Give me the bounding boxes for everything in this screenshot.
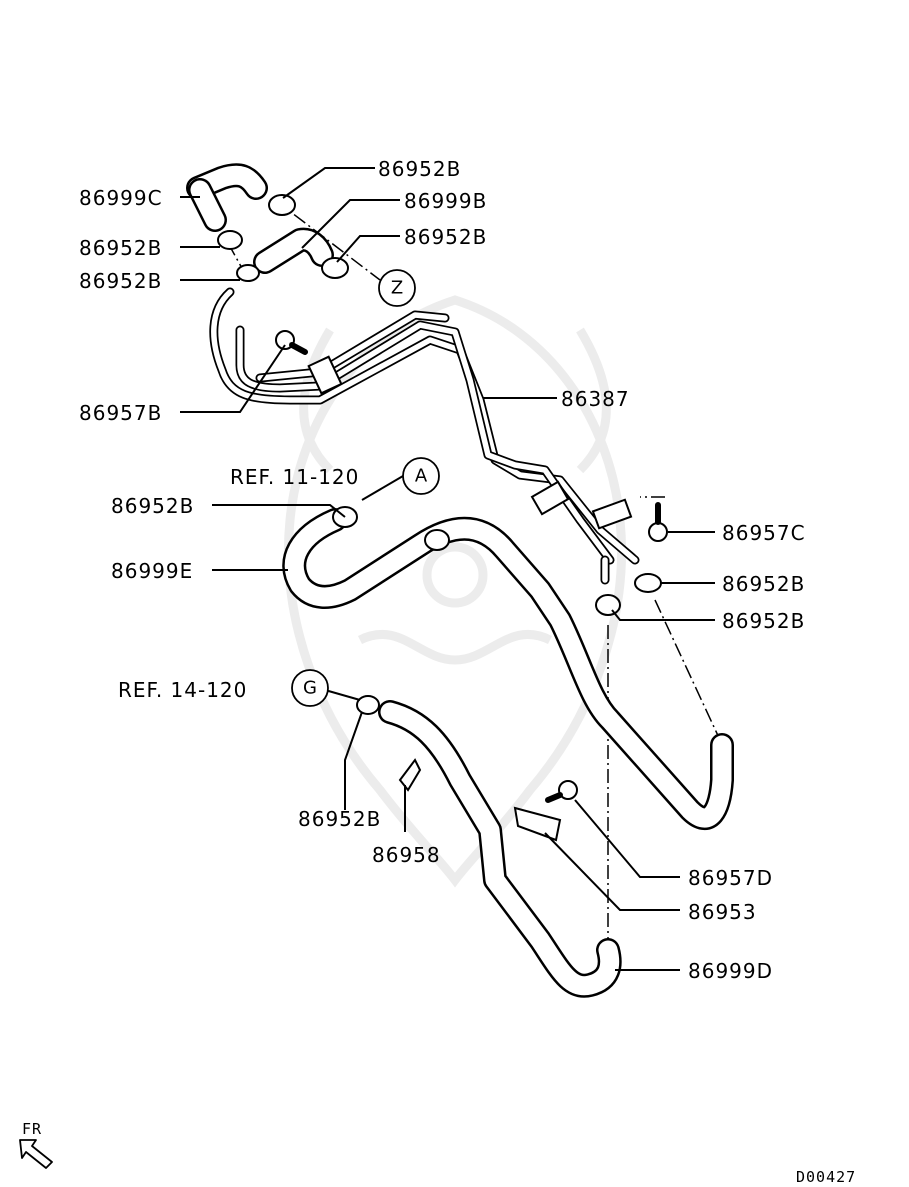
label-p10[interactable]: 86999E [111, 559, 193, 583]
hose-86999b [253, 227, 334, 274]
label-p12[interactable]: 86952B [722, 572, 805, 596]
leader-lines [180, 167, 715, 971]
callout-a: A [402, 457, 440, 495]
tube-assembly-86387 [209, 287, 640, 585]
front-direction-indicator: FR [19, 1120, 53, 1169]
callout-g-letter: G [303, 678, 317, 699]
hose-86999e [282, 508, 734, 830]
label-p16[interactable]: 86957D [688, 866, 773, 890]
label-p3[interactable]: 86999B [404, 189, 487, 213]
callout-g: G [291, 669, 329, 707]
fr-label: FR [22, 1120, 42, 1138]
diagram-code: D00427 [796, 1168, 856, 1186]
label-p6[interactable]: 86952B [79, 269, 162, 293]
callout-a-letter: A [415, 466, 428, 487]
callout-z: Z [378, 269, 416, 307]
label-p4[interactable]: 86952B [404, 225, 487, 249]
label-p11[interactable]: 86957C [722, 521, 806, 545]
label-p5[interactable]: 86952B [79, 236, 162, 260]
label-p15[interactable]: 86958 [372, 843, 441, 867]
hose-86999d [378, 700, 622, 998]
label-p7[interactable]: 86387 [561, 387, 630, 411]
ref-a-text[interactable]: REF. 11-120 [230, 465, 359, 489]
label-p2[interactable]: 86999C [79, 186, 163, 210]
callout-z-letter: Z [391, 278, 403, 299]
label-p17[interactable]: 86953 [688, 900, 757, 924]
hose-86999c [186, 163, 268, 232]
watermark-emblem [283, 295, 627, 888]
label-p1[interactable]: 86952B [378, 157, 461, 181]
front-arrow-icon [19, 1139, 53, 1169]
label-p18[interactable]: 86999D [688, 959, 773, 983]
ref-g-text[interactable]: REF. 14-120 [118, 678, 247, 702]
part-labels: 86952B 86999C 86999B 86952B 86952B 86952… [79, 157, 806, 983]
label-p9[interactable]: 86952B [111, 494, 194, 518]
label-p14[interactable]: 86952B [298, 807, 381, 831]
label-p13[interactable]: 86952B [722, 609, 805, 633]
bolt-parts [275, 330, 668, 842]
label-p8[interactable]: 86957B [79, 401, 162, 425]
